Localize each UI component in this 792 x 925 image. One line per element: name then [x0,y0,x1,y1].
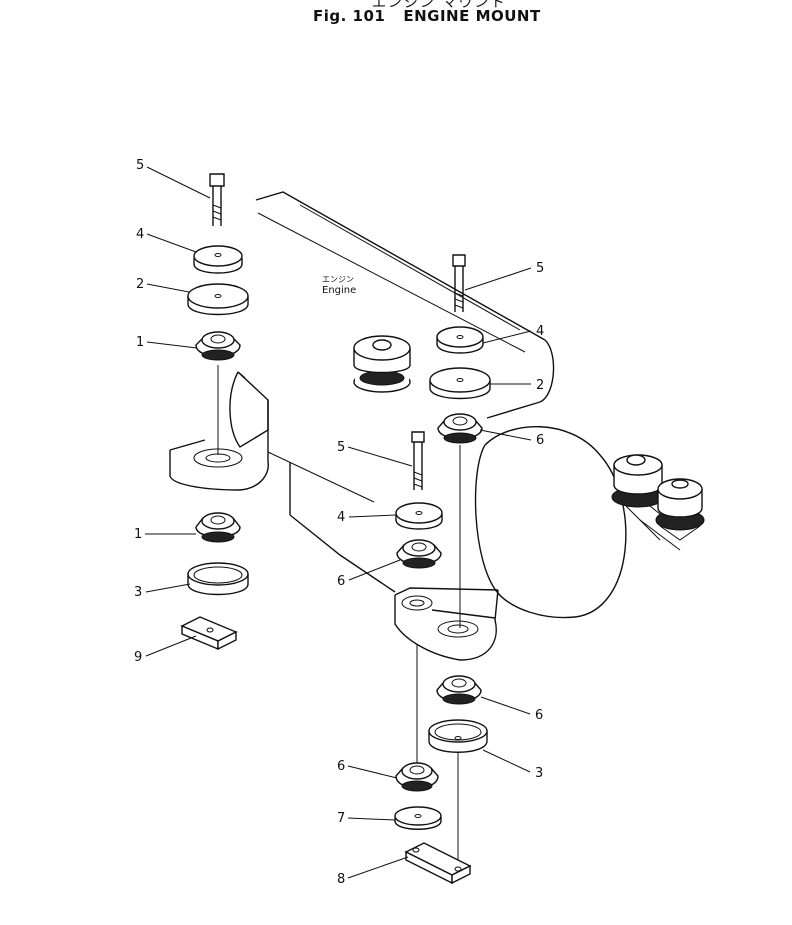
lower-cushion-6-lower [395,762,439,792]
callout-5: 5 [337,440,345,455]
engine-label-japanese: エンジン [322,275,354,284]
callout-7: 7 [337,811,345,826]
right-upper-cushion-6 [437,413,483,444]
right-upper-bolt [452,254,466,312]
left-bracket [169,371,269,491]
callout-5: 5 [536,261,544,276]
callout-numbers: 5 4 2 1 1 3 9 5 4 2 6 5 4 6 6 3 6 7 8 [134,158,544,887]
callout-3: 3 [535,766,543,781]
right-bracket [394,587,499,661]
center-bolt [411,431,425,490]
callout-6: 6 [536,433,544,448]
left-rubber-cushion-1 [195,331,241,361]
callout-4: 4 [136,227,144,242]
callout-1: 1 [136,335,144,350]
lower-cup-3 [428,719,488,753]
center-washer-4 [395,502,443,530]
callout-4: 4 [337,510,345,525]
left-cup-3 [187,562,249,596]
right-upper-plate-2 [429,367,491,400]
left-stopper-block-9 [180,616,238,651]
figure-title: Fig. 101 ENGINE MOUNT [313,7,541,25]
callout-8: 8 [337,872,345,887]
callout-2: 2 [136,277,144,292]
callout-3: 3 [134,585,142,600]
assembled-mount-right-2 [655,478,705,541]
callout-9: 9 [134,650,142,665]
right-upper-washer-4 [436,326,484,354]
center-cushion-6 [396,539,442,569]
engine-block [255,191,555,593]
callout-6: 6 [337,759,345,774]
callout-6: 6 [337,574,345,589]
flywheel-housing [474,426,681,619]
left-lower-cushion-1 [195,512,241,543]
callout-6: 6 [535,708,543,723]
lower-cushion-6-upper [436,675,482,705]
engine-label-english: Engine [322,285,356,296]
leader-lines [145,166,532,879]
figure-name: ENGINE MOUNT [403,7,541,25]
assembled-mount-center [353,335,411,393]
left-plate-2 [187,283,249,316]
figure-number: Fig. 101 [313,7,386,25]
left-washer-4 [193,245,243,274]
assembled-mount-right-1 [611,454,665,508]
callout-1: 1 [134,527,142,542]
callout-5: 5 [136,158,144,173]
callout-4: 4 [536,324,544,339]
lower-washer-7 [394,806,442,830]
title-japanese: エンジン マウント [372,0,507,11]
lower-stopper-block-8 [404,842,472,885]
callout-2: 2 [536,378,544,393]
left-bolt [209,173,225,226]
